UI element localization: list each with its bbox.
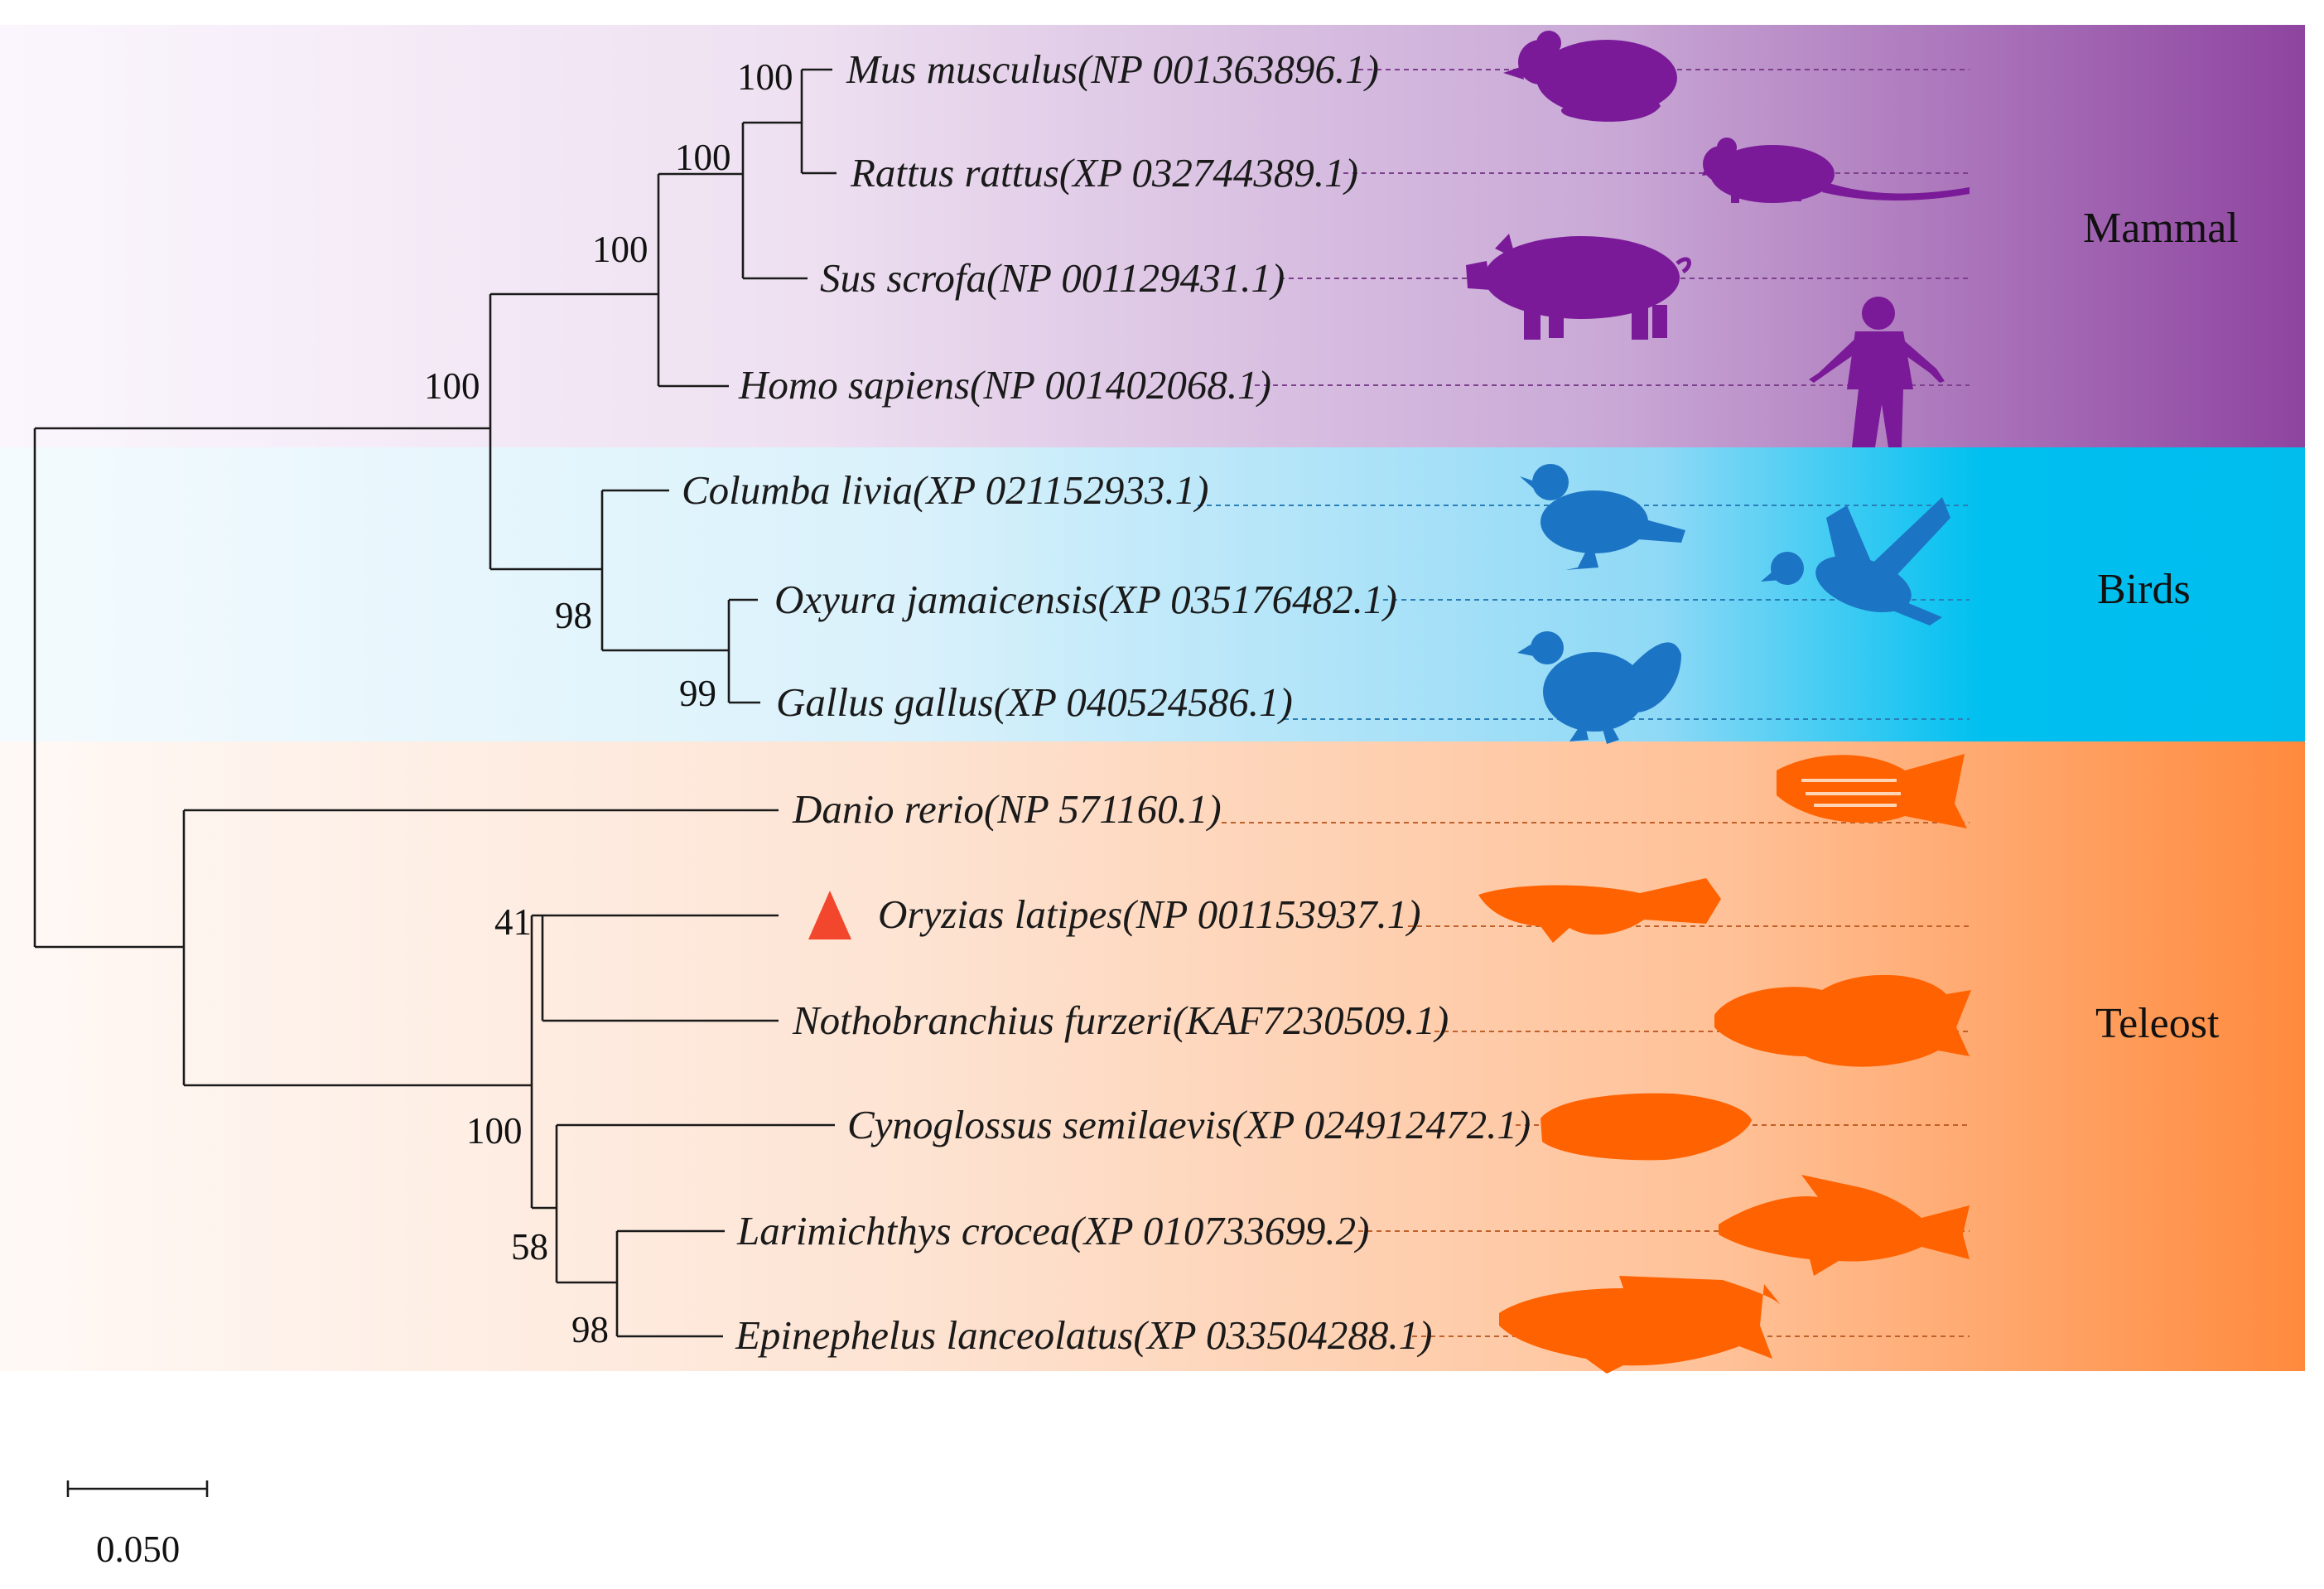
bootstrap-values: 100 100 100 100 98 99 41 100 58 98 <box>424 56 793 1350</box>
rat-icon <box>1702 138 1970 203</box>
clade-band-teleost <box>0 741 2305 1371</box>
leaf-label: Homo sapiens(NP 001402068.1) <box>738 362 1271 408</box>
clade-band-mammal <box>0 25 2305 447</box>
leaf-label: Columba livia(XP 021152933.1) <box>682 467 1209 513</box>
bird-silhouettes <box>1517 464 1950 744</box>
clade-label-mammal: Mammal <box>2083 205 2239 252</box>
bootstrap-birds: 98 <box>555 595 592 636</box>
leaf-label: Mus musculus(NP 001363896.1) <box>846 46 1379 92</box>
medaka-icon <box>1478 878 1721 943</box>
bootstrap-cyno-rest: 58 <box>511 1226 548 1268</box>
tree-branches <box>33 68 837 1338</box>
bootstrap-percomorph: 100 <box>466 1110 523 1152</box>
clade-label-birds: Birds <box>2097 566 2191 613</box>
scale-bar-label: 0.050 <box>96 1529 180 1570</box>
tongue-sole-icon <box>1540 1093 1752 1161</box>
leaf-label: Rattus rattus(XP 032744389.1) <box>850 150 1358 196</box>
zebrafish-icon <box>1777 754 1967 828</box>
mouse-icon <box>1503 31 1677 122</box>
killifish-icon <box>1714 974 1971 1067</box>
bootstrap-oryzias-notho: 41 <box>494 901 532 943</box>
leaf-label: Danio rerio(NP 571160.1) <box>792 786 1222 832</box>
pigeon-icon <box>1520 464 1685 570</box>
fish-silhouettes <box>1478 754 1971 1374</box>
leaf-label: Oryzias latipes(NP 001153937.1) <box>878 891 1421 937</box>
duck-icon <box>1761 497 1950 625</box>
leaf-label: Sus scrofa(NP 001129431.1) <box>820 255 1285 301</box>
bootstrap-amniote: 100 <box>424 365 480 407</box>
croaker-icon <box>1719 1175 1970 1276</box>
bootstrap-lari-epi: 98 <box>571 1309 609 1350</box>
leaf-label: Epinephelus lanceolatus(XP 033504288.1) <box>735 1312 1433 1358</box>
leaf-label: Nothobranchius furzeri(KAF7230509.1) <box>792 997 1449 1043</box>
leaf-label: Oxyura jamaicensis(XP 035176482.1) <box>774 577 1397 622</box>
pig-icon <box>1466 234 1691 340</box>
bootstrap-mammal: 100 <box>592 229 649 270</box>
leaf-label: Larimichthys crocea(XP 010733699.2) <box>736 1208 1369 1253</box>
clade-label-teleost: Teleost <box>2095 1000 2220 1047</box>
scale-bar: 0.050 <box>66 1480 209 1570</box>
bootstrap-rodent-sus: 100 <box>675 137 731 178</box>
mammal-silhouettes <box>1466 31 1970 447</box>
human-icon <box>1809 297 1945 447</box>
bootstrap-mus-rattus: 100 <box>737 56 793 98</box>
chicken-icon <box>1517 631 1681 744</box>
bootstrap-oxyura-gallus: 99 <box>679 673 716 714</box>
clade-band-birds <box>0 447 2305 741</box>
leaf-label: Gallus gallus(XP 040524586.1) <box>776 679 1293 725</box>
leaf-label: Cynoglossus semilaevis(XP 024912472.1) <box>847 1102 1531 1147</box>
red-triangle-icon <box>808 891 851 939</box>
grouper-icon <box>1499 1276 1781 1374</box>
leaf-labels: Mus musculus(NP 001363896.1) Rattus ratt… <box>682 46 1531 1358</box>
guide-lines <box>1198 69 1970 1337</box>
